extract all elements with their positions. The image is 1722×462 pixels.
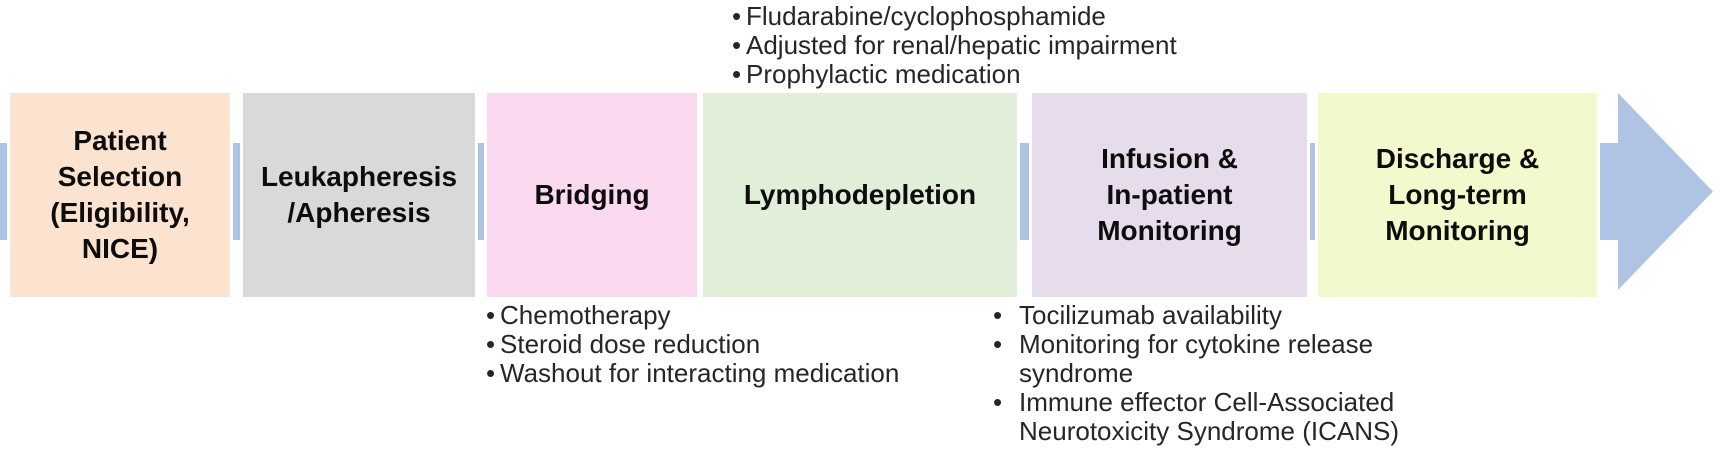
note-item: Monitoring for cytokine release syndrome	[993, 330, 1493, 388]
note-item: Fludarabine/cyclophosphamide	[732, 2, 1272, 32]
note-item: Chemotherapy	[486, 301, 966, 331]
stage-box-infusion-monitoring: Infusion & In-patient Monitoring	[1029, 93, 1310, 297]
note-item: Steroid dose reduction	[486, 330, 966, 360]
note-item: Prophylactic medication	[732, 60, 1272, 90]
note-item: Washout for interacting medication	[486, 359, 966, 389]
stage-box-leukapheresis: Leukapheresis /Apheresis	[240, 93, 478, 297]
stage-label-patient-selection: Patient Selection (Eligibility, NICE)	[50, 125, 190, 264]
stage-label-bridging: Bridging	[534, 179, 650, 210]
stage-label-infusion-monitoring: Infusion & In-patient Monitoring	[1097, 143, 1242, 246]
stage-box-lymphodepletion: Lymphodepletion	[700, 93, 1020, 297]
stage-label-lymphodepletion: Lymphodepletion	[743, 179, 977, 210]
stage-label-leukapheresis: Leukapheresis /Apheresis	[260, 161, 458, 228]
note-infusion-below: Tocilizumab availabilityMonitoring for c…	[993, 301, 1493, 446]
note-lymphodepletion-above: Fludarabine/cyclophosphamideAdjusted for…	[732, 2, 1272, 90]
stage-box-patient-selection: Patient Selection (Eligibility, NICE)	[7, 93, 233, 297]
note-item: Adjusted for renal/hepatic impairment	[732, 31, 1272, 61]
note-item: Tocilizumab availability	[993, 301, 1493, 331]
stage-box-discharge-monitoring: Discharge & Long-term Monitoring	[1315, 93, 1600, 297]
stage-box-bridging: Bridging	[484, 93, 700, 297]
note-bridging-below: ChemotherapySteroid dose reductionWashou…	[486, 301, 966, 389]
note-item: Immune effector Cell-Associated Neurotox…	[993, 388, 1493, 446]
stage-label-discharge-monitoring: Discharge & Long-term Monitoring	[1375, 143, 1540, 246]
